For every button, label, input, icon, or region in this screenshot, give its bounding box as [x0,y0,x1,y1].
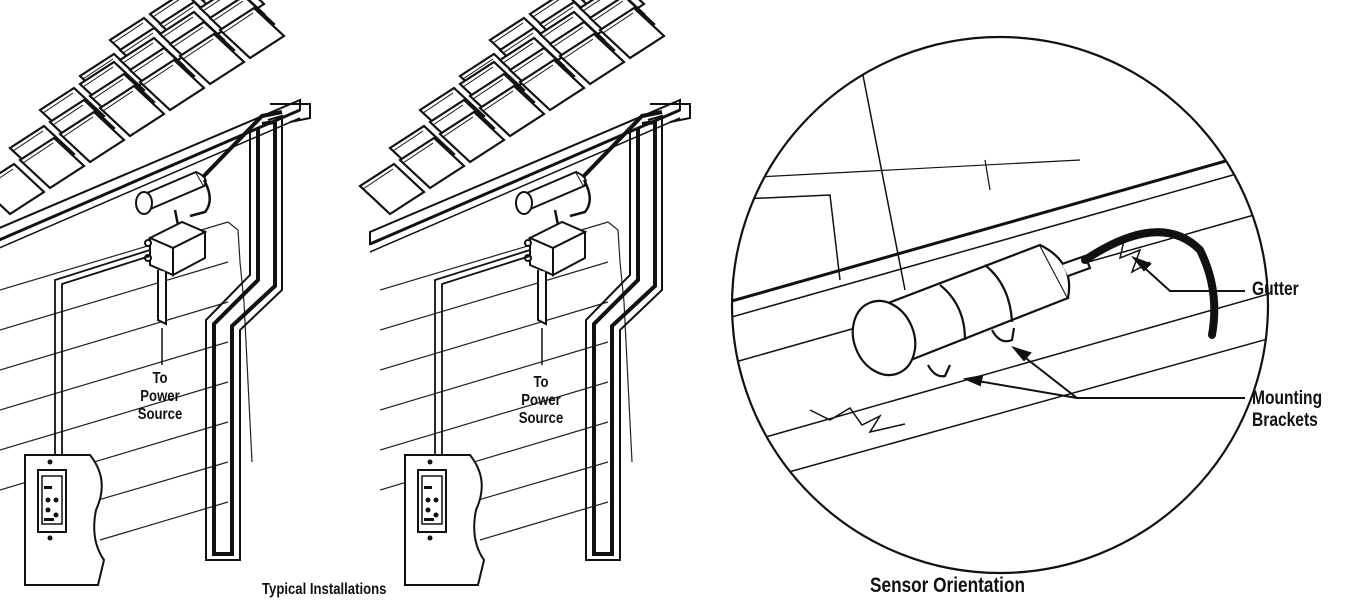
typical-installations-caption: Typical Installations [262,581,387,598]
power-source-label-2: To Power Source [518,374,564,427]
gutter-label: Gutter [1252,279,1299,300]
sensor-orientation-caption: Sensor Orientation [870,574,1026,597]
magnified-view-circle [730,35,1270,575]
power-source-label-1: To Power Source [137,370,183,423]
mounting-brackets-label: Mounting Brackets [1252,388,1323,431]
